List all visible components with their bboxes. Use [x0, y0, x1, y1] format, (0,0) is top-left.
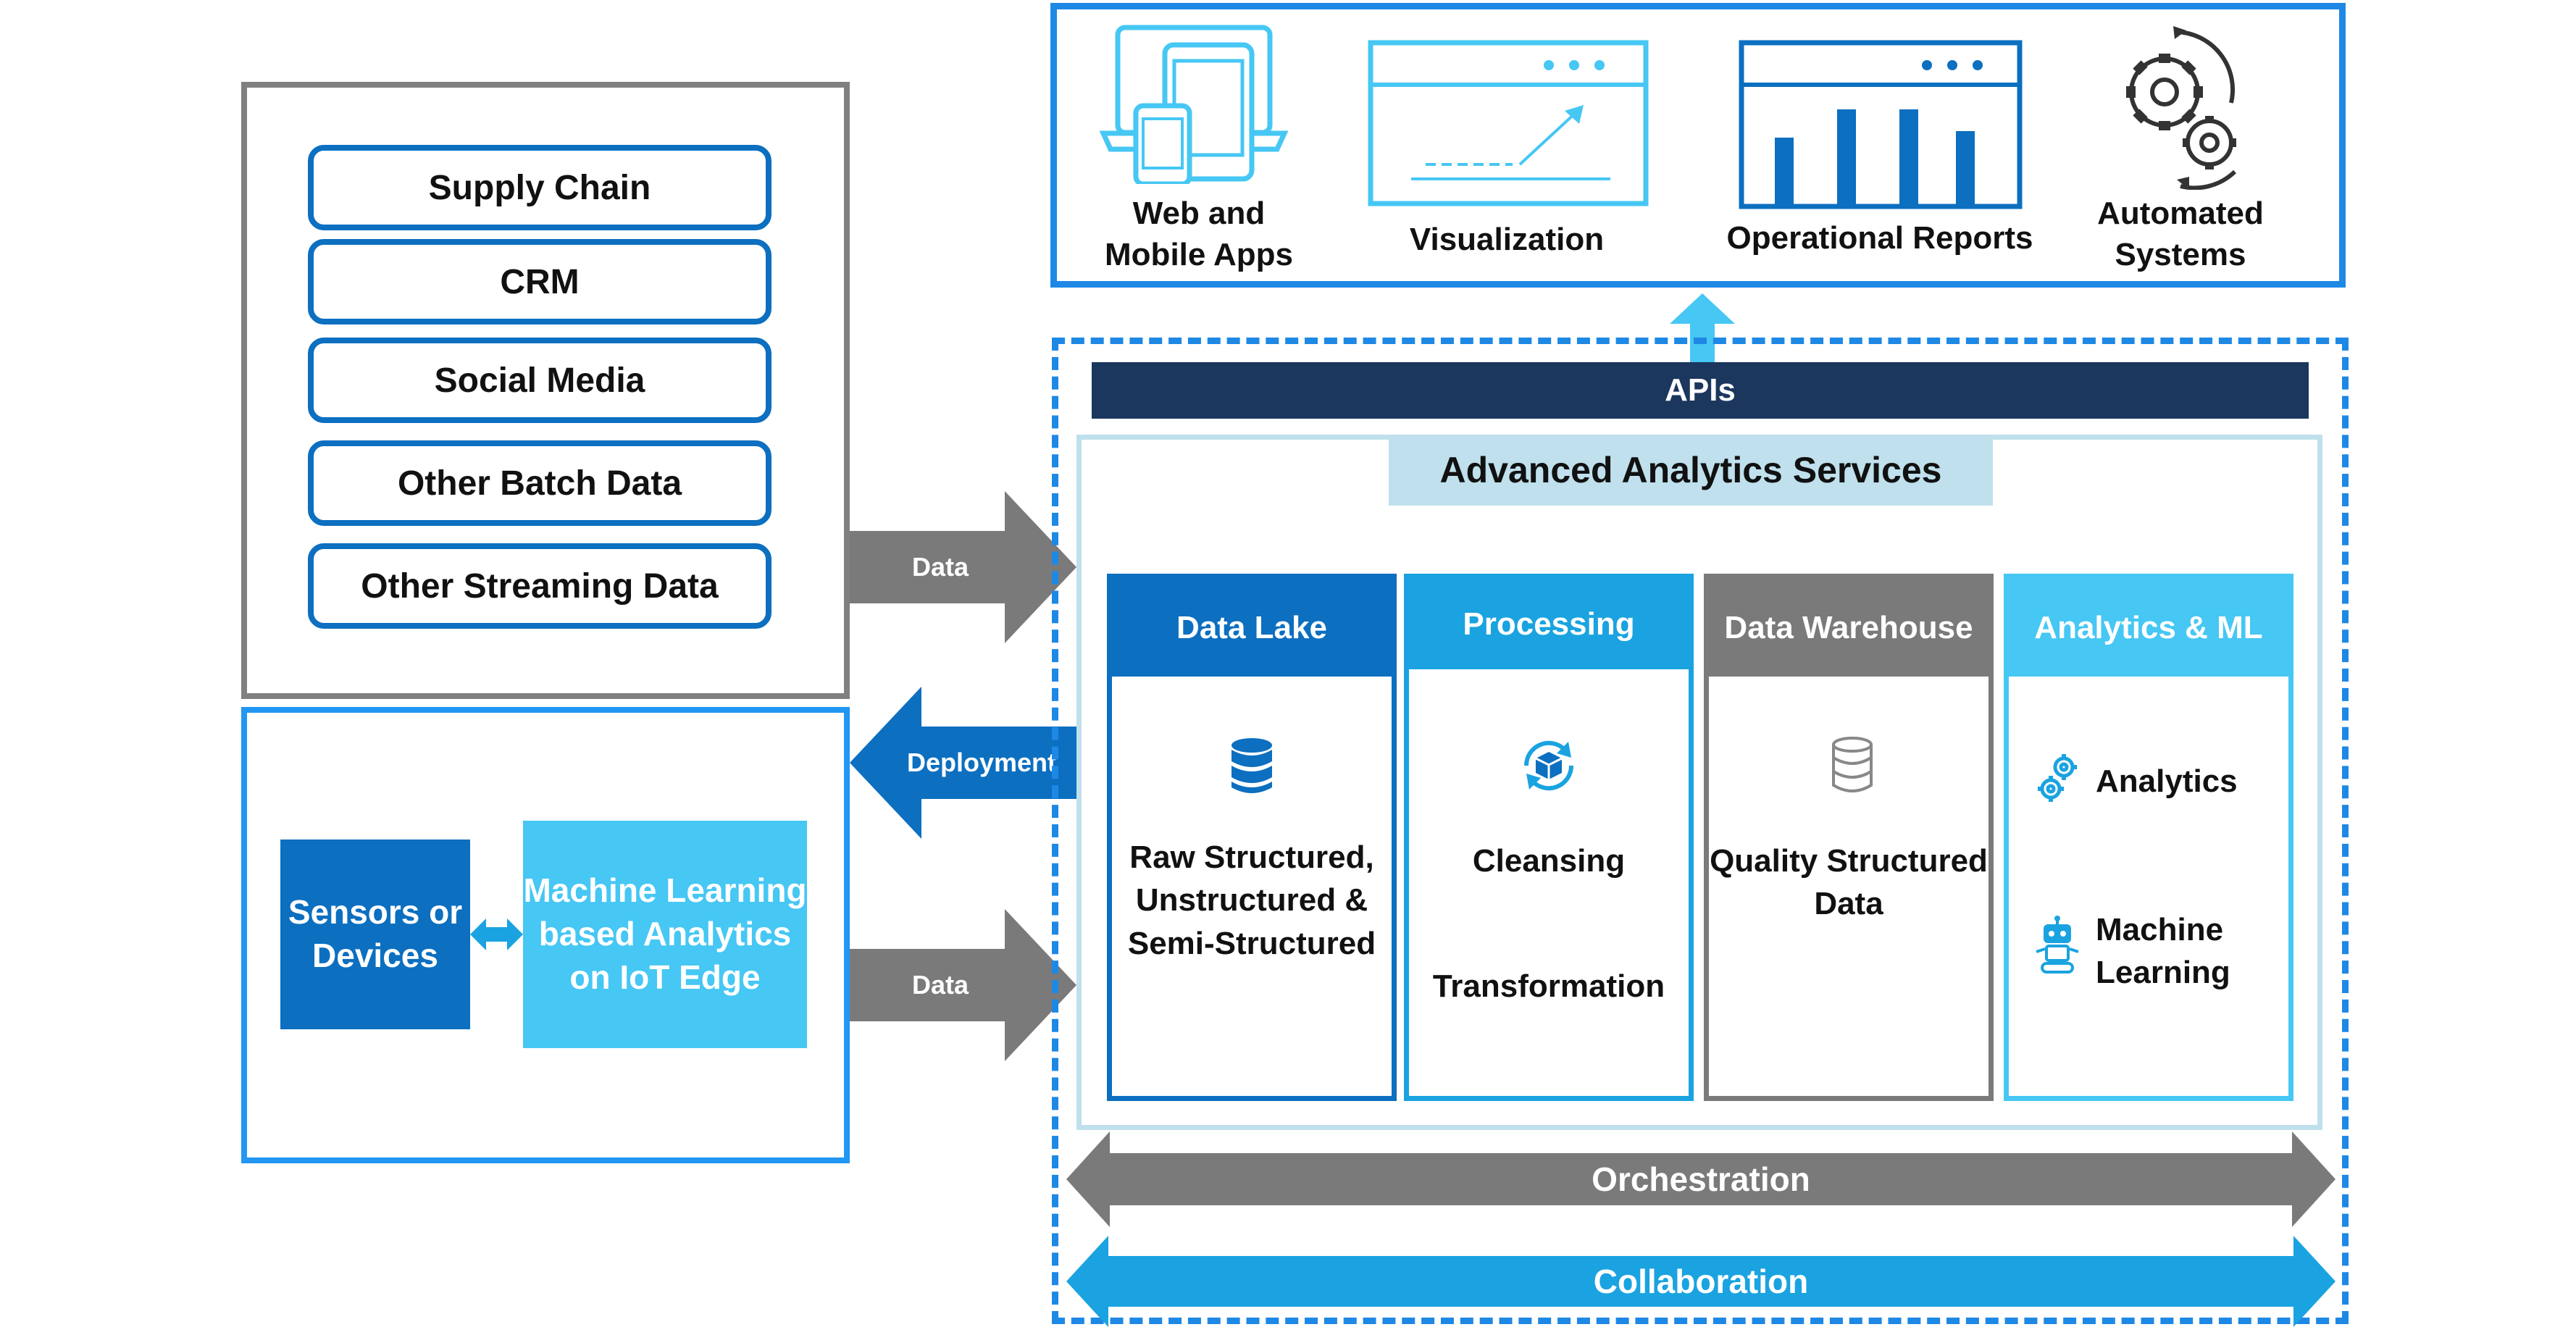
data-lake-title: Data Lake — [1112, 579, 1392, 677]
source-supply-chain: Supply Chain — [308, 145, 771, 230]
processing-cleansing: Cleansing — [1472, 843, 1626, 879]
sensors-devices-box: Sensors or Devices — [280, 840, 470, 1029]
deployment-arrow — [850, 687, 1076, 839]
apis-bar: APIs — [1092, 362, 2309, 419]
collaboration-label: Collaboration — [1593, 1263, 1809, 1300]
analytics-ml-title: Analytics & ML — [2009, 579, 2288, 677]
deployment-arrow-label: Deployment — [906, 748, 1057, 777]
processing-column: Processing Cleansing Transformation — [1404, 574, 1694, 1101]
gear-cluster-icon — [2038, 754, 2077, 802]
orchestration-arrow — [1066, 1131, 2335, 1227]
source-other-batch-data: Other Batch Data — [308, 440, 771, 526]
data-lake-column: Data Lake Raw Structured, Unstructured &… — [1107, 574, 1397, 1101]
data-warehouse-title: Data Warehouse — [1709, 579, 1989, 677]
data-arrow-bottom — [850, 909, 1076, 1061]
data-warehouse-column: Data Warehouse Quality Structured Data — [1704, 574, 1994, 1101]
bidirectional-arrow — [470, 918, 523, 950]
robot-icon — [2036, 916, 2079, 974]
source-social-media: Social Media — [308, 338, 771, 423]
data-lake-description: Raw Structured, Unstructured & Semi-Stru… — [1127, 840, 1376, 961]
laptop-tablet-phone-icon — [1100, 25, 1289, 184]
processing-transformation: Transformation — [1432, 968, 1665, 1004]
data-warehouse-description: Quality Structured Data — [1710, 843, 1988, 922]
data-arrow-bottom-label: Data — [911, 970, 969, 1000]
source-crm: CRM — [308, 239, 771, 325]
output-web-mobile-apps-label: Web and Mobile Apps — [1105, 196, 1293, 273]
processing-title: Processing — [1409, 579, 1689, 669]
output-visualization-label: Visualization — [1409, 222, 1605, 257]
analytics-ml-column: Analytics & ML Analytics Machine Learnin… — [2004, 574, 2293, 1101]
up-arrow — [1670, 293, 1735, 366]
recycle-box-icon — [1523, 740, 1574, 791]
output-automated-systems-label: Automated Systems — [2097, 196, 2264, 273]
machine-learning-item: Machine Learning — [2096, 912, 2230, 991]
data-arrow-top-label: Data — [911, 552, 969, 582]
chart-window-icon — [1368, 40, 1649, 206]
advanced-analytics-services-title: Advanced Analytics Services — [1389, 435, 1993, 506]
data-arrow-top — [850, 491, 1076, 643]
ml-iot-edge-box: Machine Learning based Analytics on IoT … — [523, 821, 807, 1048]
collaboration-arrow — [1066, 1236, 2335, 1327]
output-operational-reports-label: Operational Reports — [1726, 220, 2033, 256]
source-other-streaming-data: Other Streaming Data — [308, 543, 771, 629]
bar-chart-window-icon — [1739, 40, 2023, 209]
orchestration-label: Orchestration — [1592, 1160, 1810, 1198]
gears-icon — [2126, 26, 2237, 190]
analytics-item: Analytics — [2096, 763, 2238, 799]
database-outline-icon — [1832, 737, 1873, 792]
platform-dashed-frame — [1052, 338, 2349, 1324]
database-icon — [1231, 738, 1272, 793]
